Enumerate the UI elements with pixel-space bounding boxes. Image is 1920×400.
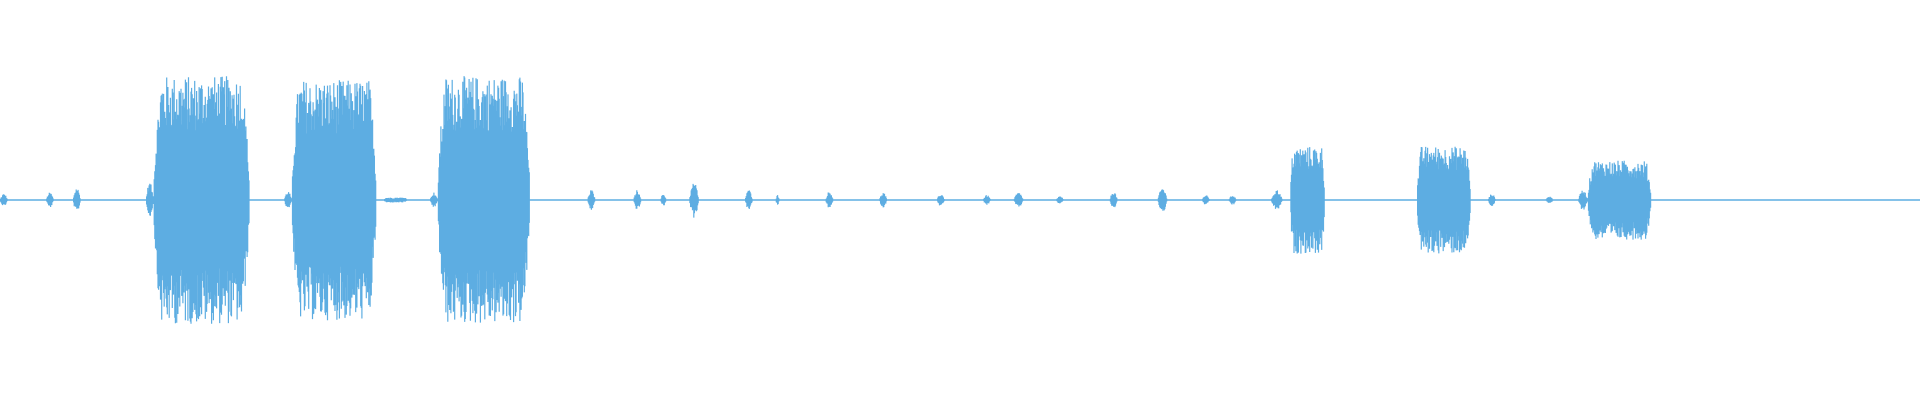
- audio-waveform[interactable]: [0, 0, 1920, 400]
- waveform-panel[interactable]: [0, 0, 1920, 400]
